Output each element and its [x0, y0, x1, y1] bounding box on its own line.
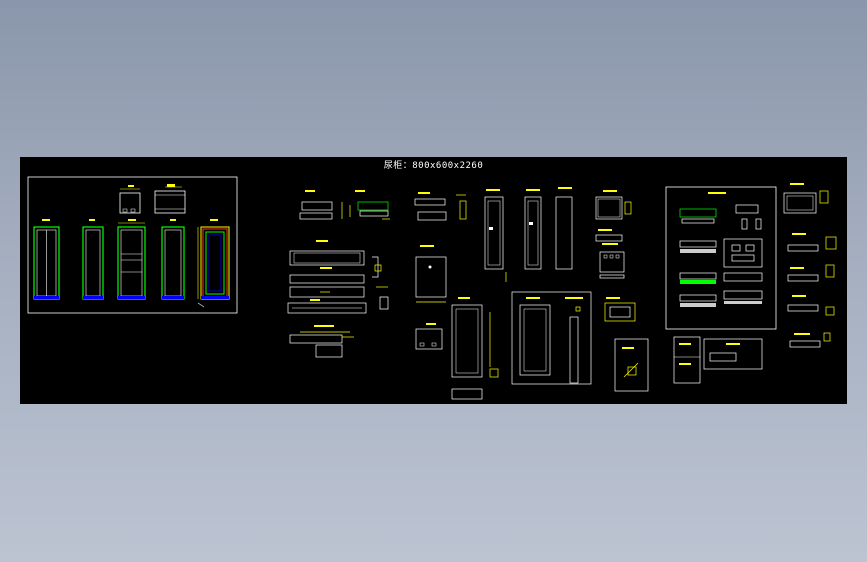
cad-drawing-canvas [27, 176, 837, 400]
cabinet-elevation-group [27, 176, 238, 314]
panel-parts-group [414, 187, 592, 400]
rail-parts-group [287, 190, 390, 358]
component-detail-group [665, 186, 777, 330]
drawing-title: 尿柜：800x600x2260 [383, 161, 484, 171]
box-parts-group [595, 190, 763, 392]
cad-drawing-viewport[interactable]: 尿柜：800x600x2260 [20, 157, 847, 404]
small-parts-group [783, 183, 837, 348]
